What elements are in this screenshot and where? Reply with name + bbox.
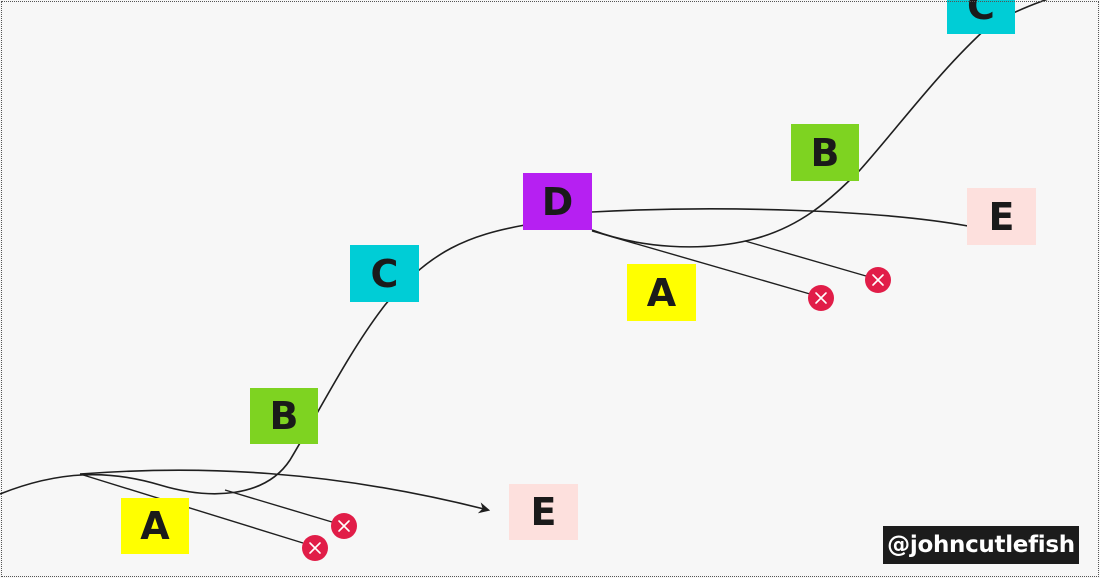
lower-flow-to-e [79,469,491,514]
sticky-a-upper: A [627,264,696,321]
author-credit: @johncutlefish [883,526,1079,564]
x-circle-icon [331,513,357,539]
sticky-e-upper: E [967,188,1036,245]
sticky-e-lower: E [509,484,578,540]
main-growth-curve [0,224,526,495]
x-circle-icon [302,535,328,561]
lower-fail-branch-1 [79,473,304,544]
sticky-b-upper: B [791,124,859,181]
upper-fail-branch-1 [591,230,811,295]
sticky-d: D [523,173,592,230]
sticky-a-lower: A [121,498,189,554]
lower-fail-branch-2 [224,489,333,523]
x-circle-icon [865,267,891,293]
upper-fail-branch-2 [744,240,867,277]
sticky-c-top: C [947,0,1015,34]
sticky-b-lower: B [250,388,318,444]
sticky-c-middle: C [350,245,419,302]
upper-flow-to-e [591,208,969,227]
x-circle-icon [808,285,834,311]
